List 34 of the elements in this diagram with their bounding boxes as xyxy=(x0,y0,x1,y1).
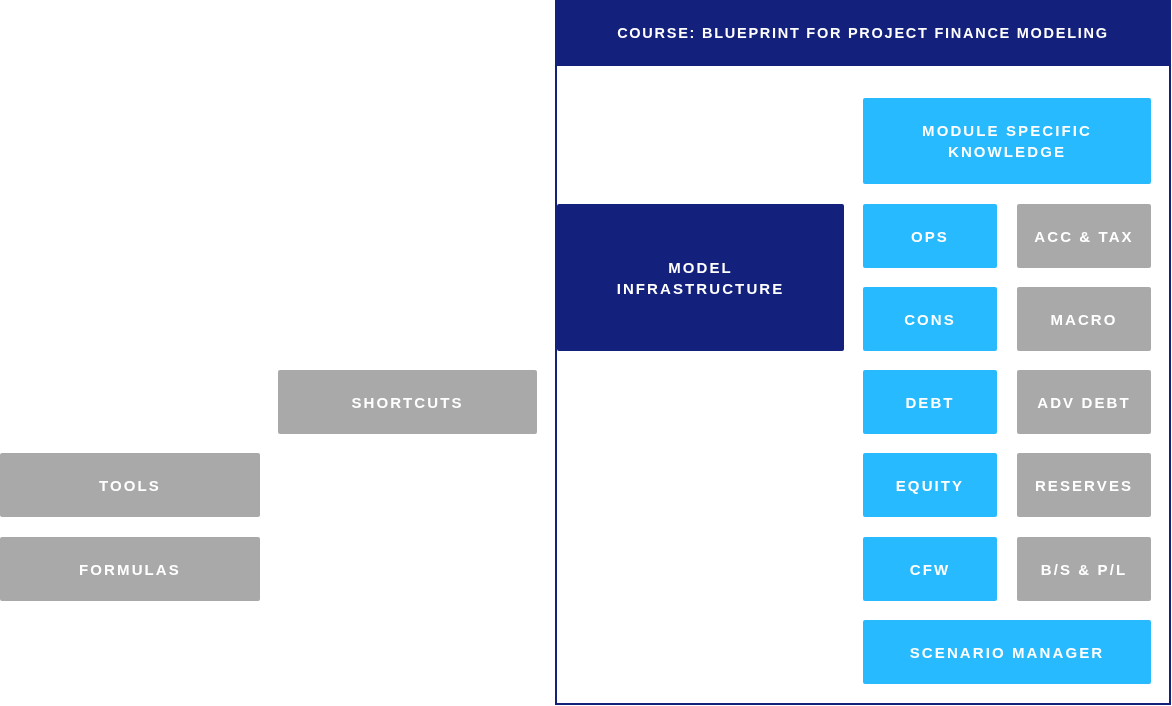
infrastructure-box xyxy=(557,204,844,351)
topic-box xyxy=(1017,204,1151,268)
box-label: MODULE SPECIFIC KNOWLEDGE xyxy=(921,121,1093,162)
box-label: CONS xyxy=(904,309,956,330)
module-box xyxy=(863,287,997,351)
topic-box xyxy=(1017,287,1151,351)
box-label: ADV DEBT xyxy=(1037,392,1131,413)
module-box xyxy=(863,537,997,601)
box-label: MACRO xyxy=(1050,309,1118,330)
module-box xyxy=(863,98,1151,184)
topic-box xyxy=(0,537,260,601)
box-label: SCENARIO MANAGER xyxy=(909,642,1105,663)
module-box xyxy=(863,620,1151,684)
topic-box xyxy=(1017,370,1151,434)
box-label: DEBT xyxy=(905,392,955,413)
module-box xyxy=(863,370,997,434)
box-label: FORMULAS xyxy=(79,559,181,580)
box-label: RESERVES xyxy=(1034,475,1134,496)
course-panel xyxy=(555,0,1171,705)
box-label: CFW xyxy=(909,559,951,580)
topic-box xyxy=(1017,537,1151,601)
module-box xyxy=(863,453,997,517)
topic-box xyxy=(0,453,260,517)
box-label: SHORTCUTS xyxy=(351,392,464,413)
box-label: OPS xyxy=(911,226,949,247)
box-label: ACC & TAX xyxy=(1034,226,1134,247)
module-box xyxy=(863,204,997,268)
box-label: EQUITY xyxy=(895,475,965,496)
box-label: TOOLS xyxy=(99,475,161,496)
topic-box xyxy=(1017,453,1151,517)
topic-box xyxy=(278,370,537,434)
box-label: MODEL INFRASTRUCTURE xyxy=(615,257,786,299)
box-label: B/S & P/L xyxy=(1040,559,1128,580)
course-title-bar: COURSE: BLUEPRINT FOR PROJECT FINANCE MODELING xyxy=(557,2,1169,66)
